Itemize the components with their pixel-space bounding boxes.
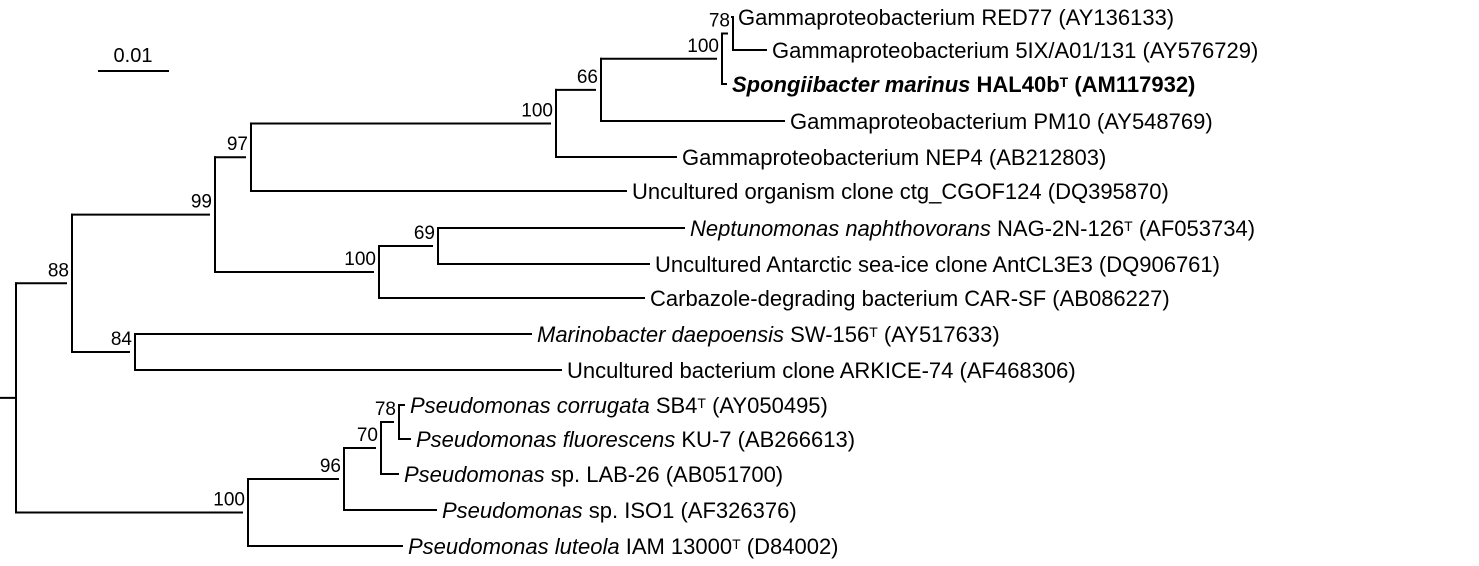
taxon-label: Uncultured bacterium clone ARKICE-74 (AF… xyxy=(567,358,1076,383)
taxon-label-part: KU-7 (AB266613) xyxy=(675,427,855,452)
bootstrap-value: 96 xyxy=(320,456,341,477)
taxon-label-part: (D84002) xyxy=(741,534,839,559)
taxon-label-part: T xyxy=(869,324,878,340)
bootstrap-value: 66 xyxy=(577,67,598,88)
taxon-label-part: Gammaproteobacterium RED77 (AY136133) xyxy=(738,5,1174,30)
taxon-label: Marinobacter daepoensis SW-156T (AY51763… xyxy=(537,322,1000,347)
taxon-label: Spongiibacter marinus HAL40bT (AM117932) xyxy=(732,72,1195,97)
taxon-label: Gammaproteobacterium NEP4 (AB212803) xyxy=(682,145,1106,170)
taxon-label-part: T xyxy=(697,395,706,411)
bootstrap-value: 70 xyxy=(357,425,378,446)
taxon-label: Pseudomonas luteola IAM 13000T (D84002) xyxy=(408,534,839,559)
taxon-label: Gammaproteobacterium 5IX/A01/131 (AY5767… xyxy=(772,38,1258,63)
taxon-label-part: IAM 13000 xyxy=(620,534,733,559)
taxon-label-part: Pseudomonas xyxy=(404,462,545,487)
taxon-label-part: (AY050495) xyxy=(706,393,828,418)
taxon-label: Gammaproteobacterium RED77 (AY136133) xyxy=(738,5,1174,30)
taxon-label: Carbazole-degrading bacterium CAR-SF (AB… xyxy=(650,286,1170,311)
bootstrap-value: 69 xyxy=(414,223,435,244)
taxon-label-part: Gammaproteobacterium 5IX/A01/131 (AY5767… xyxy=(772,38,1258,63)
taxon-label-part: HAL40b xyxy=(970,72,1059,97)
taxon-label: Uncultured organism clone ctg_CGOF124 (D… xyxy=(632,179,1169,204)
taxon-label: Neptunomonas naphthovorans NAG-2N-126T (… xyxy=(690,216,1255,241)
bootstrap-value: 100 xyxy=(521,100,553,121)
taxon-label-part: Gammaproteobacterium NEP4 (AB212803) xyxy=(682,145,1106,170)
taxon-label-part: Carbazole-degrading bacterium CAR-SF (AB… xyxy=(650,286,1170,311)
taxon-labels: Gammaproteobacterium RED77 (AY136133) Gam… xyxy=(404,5,1258,559)
bootstrap-value: 100 xyxy=(687,36,719,57)
taxon-label-part: Pseudomonas luteola xyxy=(408,534,620,559)
taxon-label: Pseudomonas sp. LAB-26 (AB051700) xyxy=(404,462,783,487)
taxon-label: Pseudomonas fluorescens KU-7 (AB266613) xyxy=(416,427,855,452)
bootstrap-value: 99 xyxy=(191,192,212,213)
taxon-label-part: Uncultured bacterium clone ARKICE-74 (AF… xyxy=(567,358,1076,383)
taxon-label-part: Spongiibacter marinus xyxy=(732,72,970,97)
taxon-label-part: (AY517633) xyxy=(878,322,1000,347)
taxon-label-part: SW-156 xyxy=(784,322,869,347)
taxon-label-part: Uncultured Antarctic sea-ice clone AntCL… xyxy=(655,252,1220,277)
taxon-label-part: Pseudomonas corrugata xyxy=(410,393,650,418)
bootstrap-value: 97 xyxy=(227,134,248,155)
bootstrap-value: 84 xyxy=(111,329,133,350)
taxon-label-part: T xyxy=(1124,218,1133,234)
taxon-label-part: Uncultured organism clone ctg_CGOF124 (D… xyxy=(632,179,1169,204)
taxon-label: Gammaproteobacterium PM10 (AY548769) xyxy=(790,109,1213,134)
scale-bar-label: 0.01 xyxy=(114,45,153,67)
bootstrap-value: 78 xyxy=(709,11,730,32)
taxon-label-part: SB4 xyxy=(650,393,698,418)
taxon-label-part: sp. ISO1 (AF326376) xyxy=(583,498,797,523)
taxon-label-part: Marinobacter daepoensis xyxy=(537,322,784,347)
taxon-label-part: T xyxy=(1060,74,1069,90)
bootstrap-values: 78 100 66 100 97 69 100 99 84 88 78 70 96 100 xyxy=(48,11,730,511)
bootstrap-value: 100 xyxy=(213,490,245,511)
taxon-label-part: Gammaproteobacterium PM10 (AY548769) xyxy=(790,109,1213,134)
taxon-label-part: Pseudomonas xyxy=(442,498,583,523)
bootstrap-value: 78 xyxy=(375,399,396,420)
taxon-label: Uncultured Antarctic sea-ice clone AntCL… xyxy=(655,252,1220,277)
tree-branches xyxy=(0,16,785,547)
taxon-label: Pseudomonas corrugata SB4T (AY050495) xyxy=(410,393,828,418)
taxon-label-part: NAG-2N-126 xyxy=(991,216,1124,241)
taxon-label-part: sp. LAB-26 (AB051700) xyxy=(545,462,783,487)
bootstrap-value: 100 xyxy=(344,249,376,270)
taxon-label: Pseudomonas sp. ISO1 (AF326376) xyxy=(442,498,797,523)
taxon-label-part: Neptunomonas naphthovorans xyxy=(690,216,991,241)
taxon-label-part: (AM117932) xyxy=(1068,72,1195,97)
taxon-label-part: Pseudomonas fluorescens xyxy=(416,427,675,452)
taxon-label-part: T xyxy=(732,536,741,552)
scale-bar: 0.01 xyxy=(98,45,169,72)
bootstrap-value: 88 xyxy=(48,260,69,281)
taxon-label-part: (AF053734) xyxy=(1133,216,1255,241)
